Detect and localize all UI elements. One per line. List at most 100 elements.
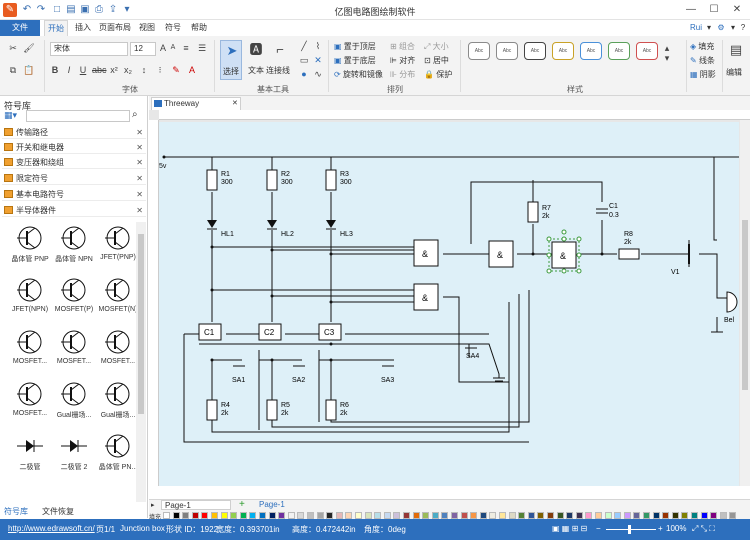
palette-color-swatch[interactable] (355, 512, 362, 519)
palette-color-swatch[interactable] (710, 512, 718, 519)
palette-color-swatch[interactable] (182, 512, 190, 519)
scrollbar-thumb[interactable] (742, 220, 748, 390)
search-icon[interactable]: ⌕ (132, 109, 138, 120)
chip-c1[interactable]: C1 (198, 323, 222, 341)
palette-color-swatch[interactable] (259, 512, 266, 519)
rotate-button[interactable]: ⟳ 旋转和镜像 (334, 70, 383, 80)
align-button[interactable]: ⊫ 对齐 (390, 56, 415, 66)
document-tab[interactable]: Threeway Responder ✕ (151, 97, 241, 120)
line-icon[interactable]: ╱ (301, 41, 307, 51)
palette-color-swatch[interactable] (163, 512, 170, 519)
palette-color-swatch[interactable] (211, 512, 218, 519)
close-icon[interactable]: ✕ (732, 4, 742, 15)
category-transformers[interactable]: 变压器和绕组✕ (2, 156, 146, 169)
switch-sa3[interactable]: SA3 (381, 365, 394, 384)
tab-help[interactable]: 帮助 (191, 23, 207, 32)
rectangle-icon[interactable]: ▭ (299, 55, 309, 65)
zoom-in-icon[interactable]: + (658, 524, 663, 533)
symbol-item[interactable]: JFET(NPN) (8, 276, 52, 328)
switch-sa4[interactable]: SA4 (465, 347, 479, 360)
copy-icon[interactable]: ⧉ (9, 65, 17, 75)
palette-color-swatch[interactable] (297, 512, 305, 519)
bullets-icon[interactable]: ⁝ (158, 65, 162, 75)
palette-color-swatch[interactable] (537, 512, 545, 519)
palette-color-swatch[interactable] (393, 512, 401, 519)
close-icon[interactable]: ✕ (136, 206, 143, 215)
and-gate-2[interactable]: & (488, 240, 514, 268)
align-text-icon[interactable]: ≡ (183, 43, 189, 53)
close-icon[interactable]: ✕ (136, 190, 143, 199)
category-basic-circuit[interactable]: 基本电路符号✕ (2, 188, 146, 201)
zoom-out-icon[interactable]: − (596, 524, 601, 533)
close-icon[interactable]: ✕ (232, 100, 238, 107)
redo-icon[interactable]: ↷ (36, 4, 46, 15)
fill-button[interactable]: ◈ 填充 (690, 42, 714, 52)
tab-symbol-library[interactable]: 符号库 (4, 507, 28, 516)
and-gate-3[interactable]: & (551, 241, 577, 269)
chevron-down-icon[interactable]: ▾ (730, 23, 735, 32)
style-swatch-3[interactable]: Abc (524, 42, 546, 60)
close-icon[interactable]: ✕ (136, 128, 143, 137)
style-swatch-2[interactable]: Abc (496, 42, 518, 60)
palette-color-swatch[interactable] (345, 512, 353, 519)
category-semiconductors[interactable]: 半导体器件✕ (2, 204, 146, 217)
help-icon[interactable]: ? (740, 23, 746, 32)
palette-color-swatch[interactable] (230, 512, 238, 519)
edit-button[interactable]: ▤ 编辑 (724, 40, 748, 80)
zoom-slider-thumb[interactable] (628, 525, 631, 534)
sidebar-scrollbar[interactable] (136, 222, 146, 502)
current-page-label[interactable]: Page-1 (259, 500, 285, 509)
palette-color-swatch[interactable] (499, 512, 506, 519)
symbol-item[interactable]: 二极管 (8, 432, 52, 484)
palette-color-swatch[interactable] (614, 512, 622, 519)
maximize-icon[interactable]: ☐ (709, 4, 719, 15)
tab-view[interactable]: 视图 (139, 23, 155, 32)
palette-color-swatch[interactable] (278, 512, 286, 519)
cross-icon[interactable]: ✕ (314, 55, 322, 65)
line-style-button[interactable]: ✎ 线条 (690, 56, 715, 66)
palette-color-swatch[interactable] (527, 512, 535, 519)
fit-page-icon[interactable]: ⤢ ⤡ ⛶ (692, 524, 715, 533)
palette-color-swatch[interactable] (489, 512, 497, 519)
and-gate-1[interactable]: & (413, 239, 439, 267)
palette-color-swatch[interactable] (575, 512, 583, 519)
palette-color-swatch[interactable] (691, 512, 698, 519)
view-mode-icon[interactable]: ▣ ▦ ⊞ ⊟ (552, 524, 588, 533)
bell[interactable]: Bel (724, 291, 738, 324)
export-icon[interactable]: ⇪ (108, 4, 118, 15)
size-button[interactable]: ⤢ 大小 (424, 42, 449, 52)
center-button[interactable]: ⊡ 居中 (424, 56, 449, 66)
palette-color-swatch[interactable] (287, 512, 295, 519)
zoom-slider[interactable] (606, 529, 656, 530)
font-color-icon[interactable]: A (188, 65, 195, 75)
scrollbar-thumb[interactable] (138, 234, 144, 414)
chevron-down-icon[interactable]: ▾ (706, 23, 711, 32)
palette-color-swatch[interactable] (681, 512, 689, 519)
chip-c2[interactable]: C2 (258, 323, 282, 341)
tab-symbol[interactable]: 符号 (165, 23, 181, 32)
tab-insert[interactable]: 插入 (75, 23, 91, 32)
underline-icon[interactable]: U (79, 65, 87, 75)
palette-color-swatch[interactable] (239, 512, 247, 519)
style-swatch-4[interactable]: Abc (552, 42, 574, 60)
symbol-item[interactable]: Gual栅场... (96, 380, 140, 432)
save-icon[interactable]: ▣ (80, 4, 90, 15)
send-back-button[interactable]: ▣ 置于底层 (334, 56, 376, 66)
palette-color-swatch[interactable] (249, 512, 257, 519)
palette-color-swatch[interactable] (700, 512, 708, 519)
transistor-v1[interactable]: V1 (671, 244, 690, 276)
cut-icon[interactable]: ✂ (9, 43, 17, 53)
select-tool-button[interactable]: ➤ 选择 (220, 40, 242, 80)
palette-color-swatch[interactable] (220, 512, 228, 519)
shrink-font-icon[interactable]: A (170, 44, 176, 51)
paste-icon[interactable]: 📋 (23, 65, 35, 75)
palette-color-swatch[interactable] (662, 512, 670, 519)
style-swatch-1[interactable]: Abc (468, 42, 490, 60)
switch-sa1[interactable]: SA1 (232, 365, 245, 384)
